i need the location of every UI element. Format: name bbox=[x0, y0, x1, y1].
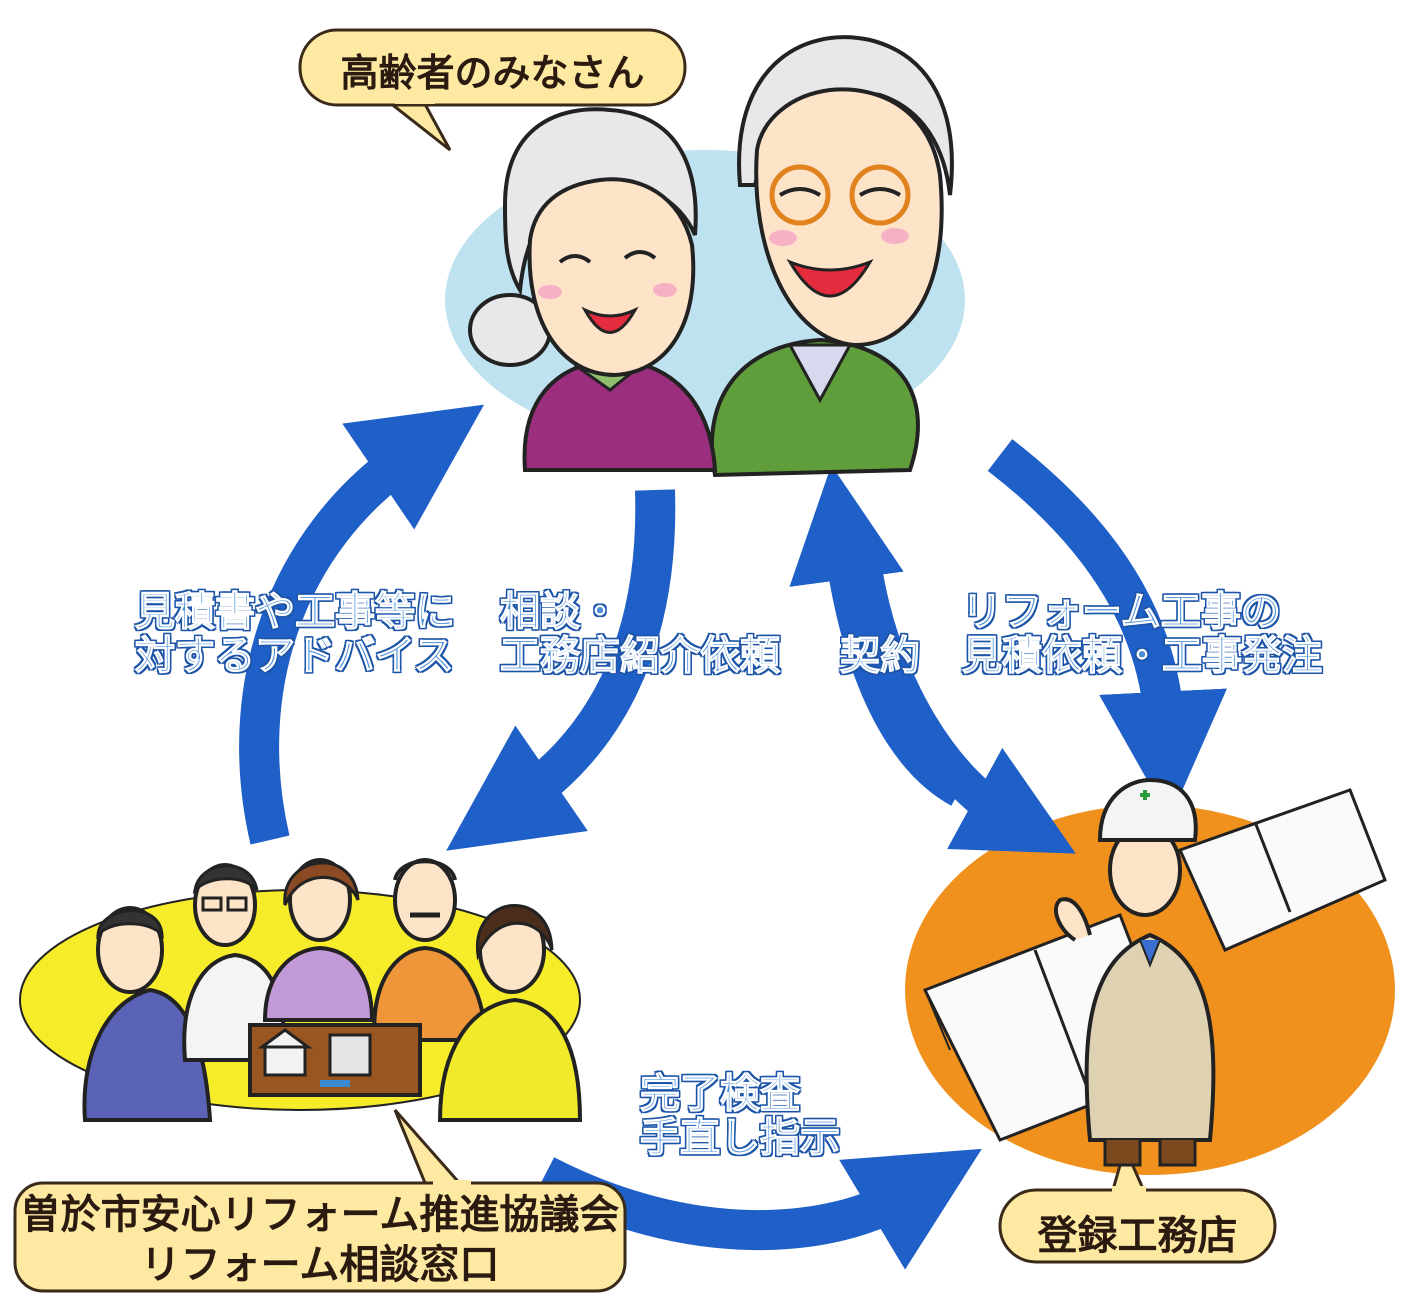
elderly-bubble-label: 高齢者のみなさん bbox=[340, 51, 645, 95]
contractor-illustration bbox=[922, 777, 1387, 1167]
order-label-line2: 見積依頼・工事発注 bbox=[962, 633, 1323, 679]
consultation-label-line1: 相談・ bbox=[500, 589, 621, 635]
council-members-illustration bbox=[82, 858, 583, 1122]
council-bubble-line1: 曽於市安心リフォーム推進協議会 bbox=[20, 1192, 620, 1238]
elderly-man-glasses-right bbox=[849, 164, 911, 226]
elderly-woman-mouth bbox=[581, 306, 639, 334]
elderly-man-glasses-left bbox=[769, 164, 831, 226]
inspection-label: 完了検査 手直し指示 bbox=[640, 1071, 841, 1161]
contractor-bubble-label: 登録工務店 bbox=[1037, 1213, 1238, 1259]
advice-label-line2: 対するアドバイス bbox=[135, 633, 455, 679]
advice-label: 見積書や工事等に 対するアドバイス bbox=[135, 589, 456, 679]
arrow-consultation bbox=[446, 489, 676, 851]
council-bubble-line2: リフォーム相談窓口 bbox=[140, 1242, 500, 1288]
elderly-man-mouth bbox=[786, 258, 874, 298]
house-model-illustration bbox=[248, 1023, 422, 1097]
council-bubble-label: 曽於市安心リフォーム推進協議会 リフォーム相談窓口 bbox=[15, 1190, 625, 1290]
elderly-couple-illustration bbox=[468, 35, 954, 478]
arrow-contract-reverse bbox=[789, 465, 970, 806]
order-label: リフォーム工事の 見積依頼・工事発注 bbox=[962, 589, 1323, 679]
order-label-line1: リフォーム工事の bbox=[962, 589, 1282, 635]
elderly-speech-bubble bbox=[298, 28, 687, 152]
council-speech-bubble bbox=[13, 1109, 627, 1293]
advice-label-line1: 見積書や工事等に bbox=[135, 589, 456, 635]
consultation-label-line2: 工務店紹介依頼 bbox=[500, 633, 781, 679]
worker-body bbox=[1084, 932, 1216, 1142]
inspection-label-line2: 手直し指示 bbox=[640, 1115, 841, 1161]
arrow-order bbox=[987, 439, 1227, 820]
consultation-label: 相談・ 工務店紹介依頼 bbox=[500, 589, 781, 679]
contract-label: 契約 bbox=[840, 633, 921, 679]
elderly-woman-face bbox=[527, 177, 696, 378]
worker-helmet bbox=[1097, 777, 1198, 842]
contractor-speech-bubble bbox=[998, 1143, 1277, 1264]
arrow-contract bbox=[844, 552, 1076, 854]
elderly-man-body bbox=[709, 337, 920, 478]
arrow-advice bbox=[239, 404, 485, 845]
inspection-label-line1: 完了検査 bbox=[640, 1071, 801, 1117]
